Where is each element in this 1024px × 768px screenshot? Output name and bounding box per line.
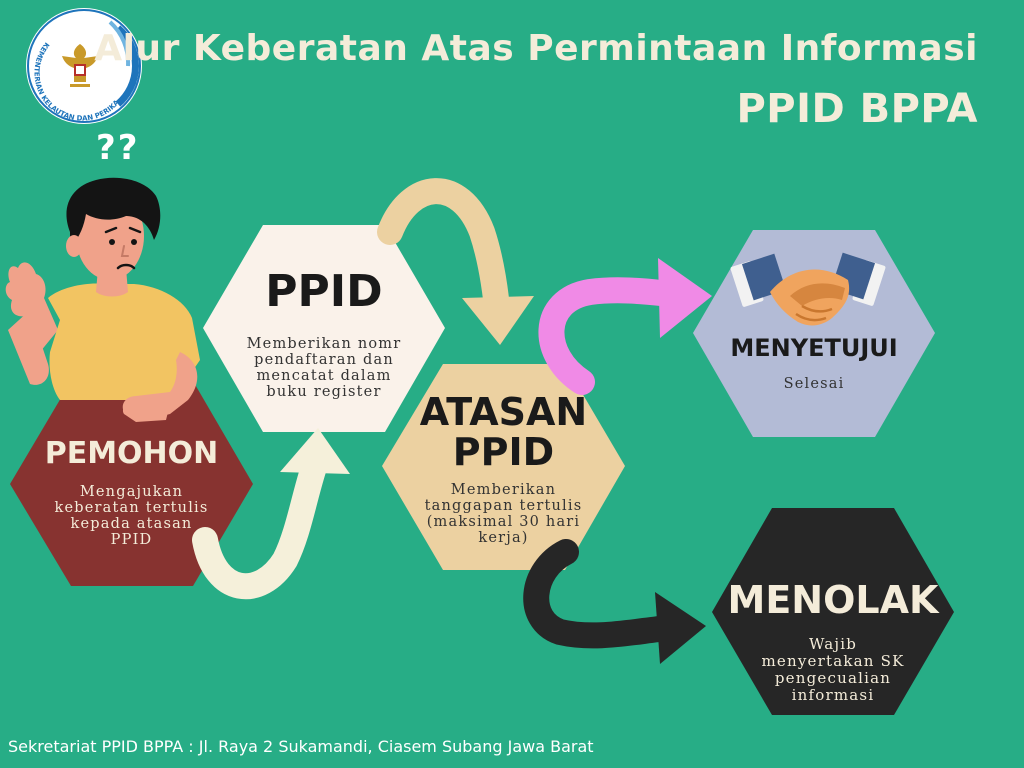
atasan-desc-line: (maksimal 30 hari bbox=[426, 514, 581, 530]
pemohon-desc-line: keberatan tertulis bbox=[54, 500, 209, 516]
menolak-desc-line: Wajib bbox=[808, 635, 858, 653]
ppid-desc-line: Memberikan nomr bbox=[246, 336, 402, 352]
menolak-desc-line: pengecualian bbox=[774, 669, 892, 687]
atasan-title-line: ATASAN bbox=[419, 390, 588, 434]
ppid-desc-line: mencatat dalam bbox=[256, 368, 392, 384]
arrow-ppid-to-atasan bbox=[377, 178, 534, 345]
question-marks: ?? bbox=[96, 128, 140, 168]
pemohon-description: Mengajukan keberatan tertulis kepada ata… bbox=[24, 484, 239, 548]
page-subtitle: PPID BPPA bbox=[736, 86, 978, 132]
garuda-emblem-icon bbox=[62, 44, 98, 87]
page-title: Alur Keberatan Atas Permintaan Informasi bbox=[94, 28, 978, 69]
menolak-desc-line: informasi bbox=[791, 686, 875, 704]
ppid-desc-line: buku register bbox=[266, 384, 382, 400]
atasan-desc-line: tanggapan tertulis bbox=[424, 498, 583, 514]
pemohon-title: PEMOHON bbox=[44, 436, 219, 471]
pemohon-desc-line: Mengajukan bbox=[79, 484, 184, 500]
menyetujui-title: MENYETUJUI bbox=[730, 334, 898, 362]
svg-text:KEMENTERIAN KELAUTAN DAN PERIK: KEMENTERIAN KELAUTAN DAN PERIKANAN bbox=[0, 0, 121, 123]
menolak-title: MENOLAK bbox=[727, 578, 939, 622]
handshake-icon bbox=[730, 252, 886, 326]
logo-badge bbox=[26, 8, 142, 124]
arrow-atasan-to-menolak bbox=[523, 539, 706, 664]
pemohon-hexagon bbox=[10, 381, 253, 586]
logo-ring-text: KEMENTERIAN KELAUTAN DAN PERIKANAN bbox=[0, 0, 121, 123]
menolak-hexagon bbox=[712, 508, 954, 715]
menolak-desc-line: menyertakan SK bbox=[761, 652, 905, 670]
atasan-title-line: PPID bbox=[452, 430, 555, 474]
menolak-description: Wajib menyertakan SK pengecualian inform… bbox=[728, 636, 938, 704]
atasan-description: Memberikan tanggapan tertulis (maksimal … bbox=[395, 482, 612, 546]
ppid-description: Memberikan nomr pendaftaran dan mencatat… bbox=[218, 336, 430, 400]
confused-person-illustration bbox=[5, 177, 200, 422]
arrow-pemohon-to-ppid bbox=[192, 428, 350, 600]
pemohon-desc-line: kepada atasan bbox=[70, 516, 193, 532]
ppid-hexagon bbox=[203, 225, 445, 432]
ppid-title: PPID bbox=[265, 266, 383, 317]
atasan-desc-line: kerja) bbox=[478, 530, 529, 546]
ppid-desc-line: pendaftaran dan bbox=[254, 352, 394, 368]
atasan-desc-line: Memberikan bbox=[450, 482, 557, 498]
footer-address: Sekretariat PPID BPPA : Jl. Raya 2 Sukam… bbox=[8, 737, 594, 756]
menyetujui-description: Selesai bbox=[783, 376, 845, 392]
pemohon-desc-line: PPID bbox=[110, 532, 153, 548]
atasan-title: ATASAN PPID bbox=[382, 392, 625, 472]
logo-ring-label: KEMENTERIAN KELAUTAN DAN PERIKANAN bbox=[0, 0, 121, 123]
arrow-atasan-to-menyetujui bbox=[538, 258, 712, 395]
atasan-hexagon bbox=[382, 364, 625, 570]
